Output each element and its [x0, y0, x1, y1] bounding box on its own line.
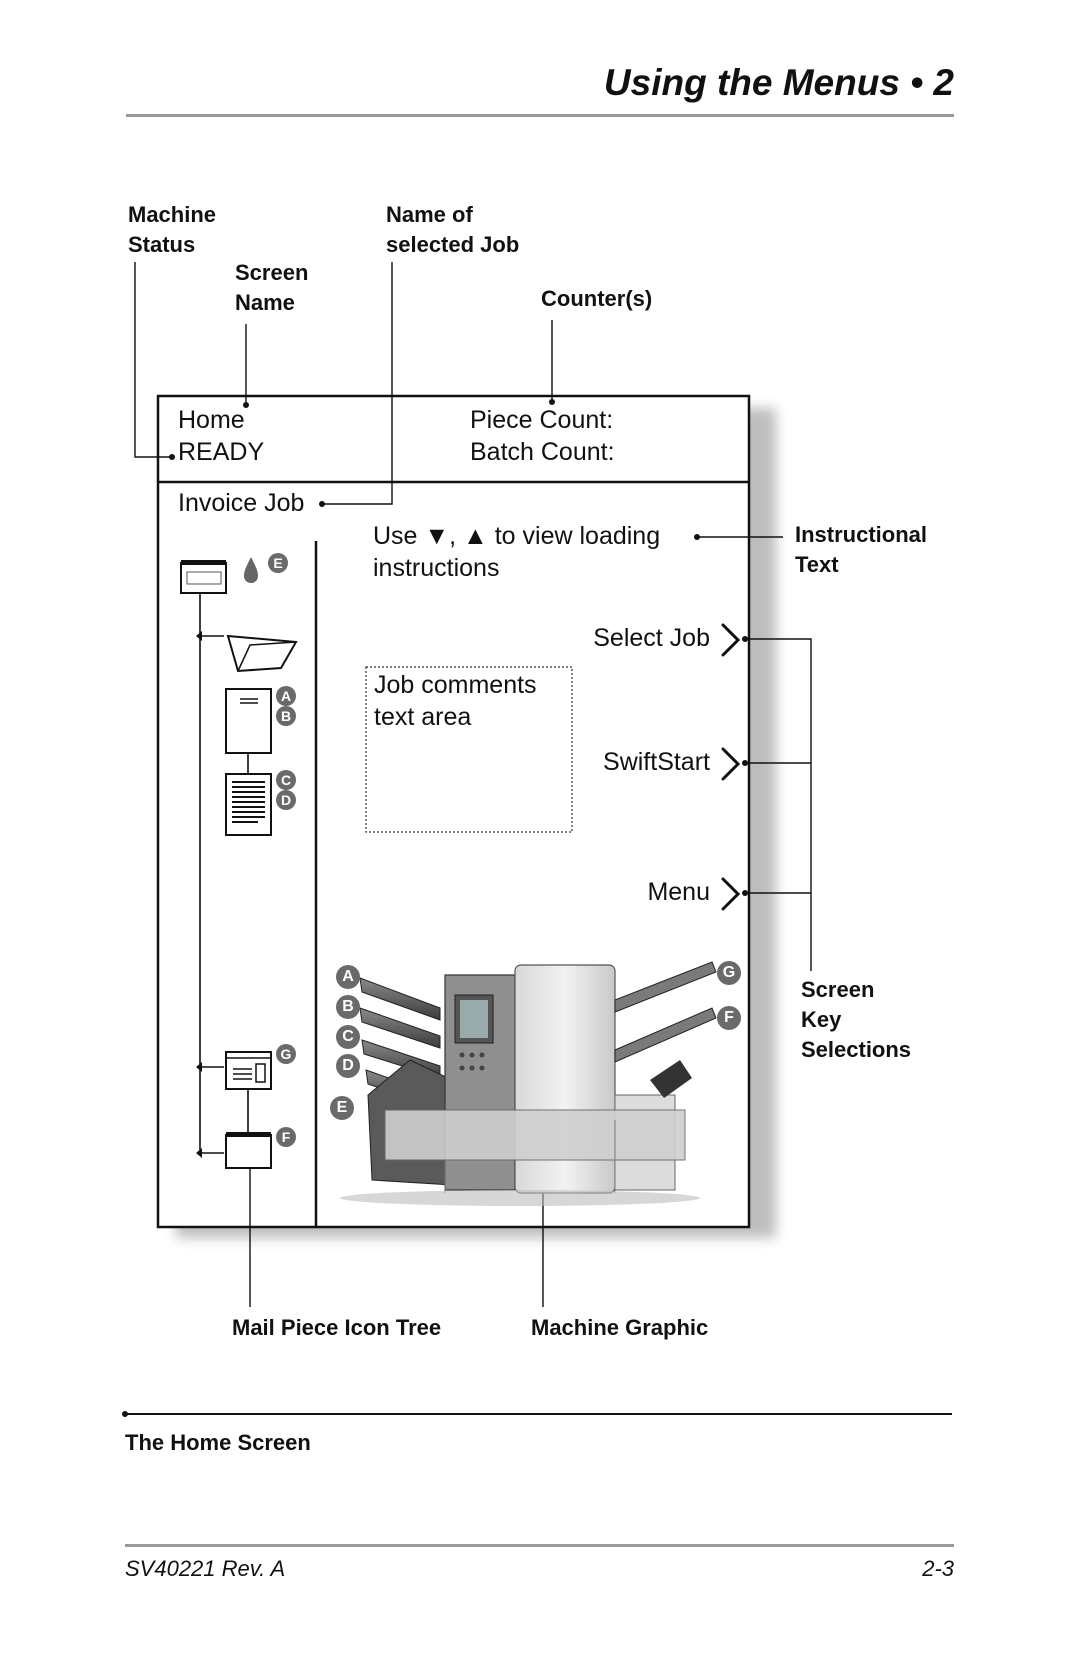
header-rule	[126, 114, 954, 117]
folder-icon	[226, 634, 298, 673]
machine-badge-g: G	[717, 961, 741, 985]
envelope-icon	[180, 560, 227, 594]
comment-line: Job comments	[374, 671, 537, 699]
instruction-line: instructions	[373, 554, 500, 582]
key-chevrons	[721, 623, 741, 911]
caption-rule	[125, 1413, 952, 1415]
chevron-right-icon[interactable]	[721, 623, 741, 657]
callout-instructional-text: Instructional Text	[795, 520, 927, 580]
chevron-right-icon[interactable]	[721, 877, 741, 911]
page-number: 2-3	[922, 1556, 954, 1581]
callout-text: Machine	[128, 202, 217, 227]
machine-graphic	[340, 961, 717, 1206]
screen-name: Home	[178, 406, 245, 434]
mail-piece-tree	[180, 557, 298, 1169]
footer-rule	[125, 1544, 954, 1547]
comment-line: text area	[374, 703, 472, 731]
callout-text: Key	[801, 1007, 842, 1032]
callout-screen-keys: Screen Key Selections	[801, 975, 911, 1065]
machine-badge-c: C	[336, 1025, 360, 1049]
insert-envelope-icon	[225, 1132, 272, 1169]
machine-badge-f: F	[717, 1006, 741, 1030]
badge-b: B	[276, 706, 296, 726]
callout-text: Screen	[801, 977, 875, 1002]
arrow-left-icon	[196, 1148, 202, 1158]
callout-text: Screen	[235, 260, 309, 285]
chevron-right-icon[interactable]	[721, 747, 741, 781]
callout-icon-tree: Mail Piece Icon Tree	[232, 1315, 442, 1340]
arrow-left-icon	[196, 1062, 202, 1072]
key-menu[interactable]: Menu	[647, 878, 710, 906]
doc-id: SV40221 Rev. A	[125, 1556, 286, 1581]
leader-status	[134, 262, 172, 458]
ink-drop-icon	[244, 557, 258, 583]
badge-d: D	[276, 790, 296, 810]
leader-keys	[745, 638, 812, 971]
key-swiftstart[interactable]: SwiftStart	[603, 748, 710, 776]
leader-job-name	[322, 262, 393, 505]
chapter-title: Using the Menus • 2	[603, 62, 954, 103]
sheet-icon	[225, 688, 272, 754]
instruction-line: Use ▼, ▲ to view loading	[373, 522, 661, 550]
callout-screen-name: Screen Name	[235, 258, 308, 318]
callout-machine-status: Machine Status	[128, 200, 216, 260]
instructional-text: Use ▼, ▲ to view loading instructions	[373, 520, 660, 584]
text-sheet-icon	[225, 773, 272, 836]
machine-badge-d: D	[336, 1054, 360, 1078]
callout-text: Name	[235, 290, 295, 315]
callout-text: Selections	[801, 1037, 912, 1062]
piece-count: Piece Count:	[470, 406, 614, 434]
job-name: Invoice Job	[178, 489, 305, 517]
figure-caption: The Home Screen	[125, 1430, 311, 1455]
arrow-left-icon	[196, 631, 202, 641]
callout-text: Text	[795, 552, 839, 577]
badge-f: F	[276, 1127, 296, 1147]
key-select-job[interactable]: Select Job	[593, 624, 710, 652]
batch-count: Batch Count:	[470, 438, 615, 466]
callout-text: Instructional	[795, 522, 928, 547]
badge-g: G	[276, 1044, 296, 1064]
callout-text: Name of	[386, 202, 473, 227]
callout-counters: Counter(s)	[541, 286, 653, 311]
comments-box	[365, 666, 573, 833]
badge-a: A	[276, 686, 296, 706]
job-comments: Job comments text area	[374, 669, 537, 733]
callout-machine-graphic: Machine Graphic	[531, 1315, 709, 1340]
callout-job-name: Name of selected Job	[386, 200, 519, 260]
address-sheet-icon	[225, 1051, 272, 1090]
badge-c: C	[276, 770, 296, 790]
machine-badge-a: A	[336, 965, 360, 989]
machine-status: READY	[178, 438, 265, 466]
callout-text: Status	[128, 232, 196, 257]
badge-e: E	[268, 553, 288, 573]
callout-text: selected Job	[386, 232, 520, 257]
machine-badge-e: E	[330, 1096, 354, 1120]
leader-lines	[134, 262, 812, 1307]
machine-badge-b: B	[336, 995, 360, 1019]
